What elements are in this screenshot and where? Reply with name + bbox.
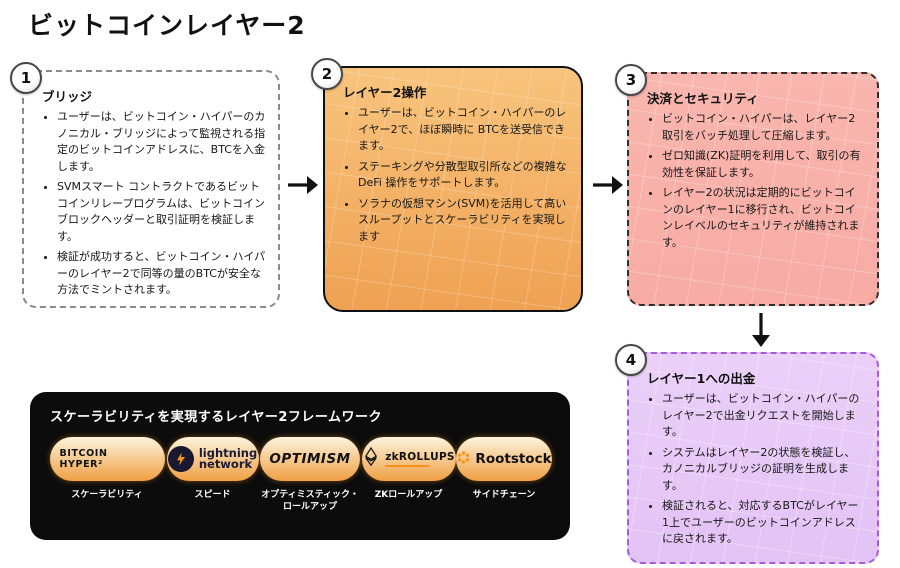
bitcoin-hyper-logo-text: BITCOIN HYPER² — [59, 448, 108, 470]
arrow-right-icon — [593, 176, 623, 194]
zkrollups-logo: zkROLLUPS — [361, 437, 456, 481]
rootstock-flower-icon — [456, 450, 471, 469]
framework-item-bitcoin-hyper: BITCOIN HYPER² スケーラビリティ — [48, 437, 166, 501]
framework-logo-row: BITCOIN HYPER² スケーラビリティ lightning networ… — [48, 437, 552, 513]
step-heading: ブリッジ — [42, 89, 93, 104]
step-box-bridge: 1 ブリッジ ユーザーは、ビットコイン・ハイパーのカノニカル・ブリッジによって監… — [10, 62, 280, 308]
step-number-badge: 2 — [311, 58, 343, 90]
framework-item-label: スピード — [194, 490, 231, 500]
step-number-badge: 1 — [10, 62, 42, 94]
zkrollups-logo-text: zkROLLUPS — [385, 451, 455, 463]
framework-item-lightning-network: lightning network スピード — [166, 437, 259, 501]
rootstock-logo: Rootstock — [456, 437, 552, 481]
bullet-item: 検証が成功すると、ビットコイン・ハイパーのレイヤー2で同等の量のBTCが安全な方… — [57, 249, 266, 299]
bullet-item: ソラナの仮想マシン(SVM)を活用して高いスループットとスケーラビリティを実現し… — [358, 196, 569, 246]
lightning-logo-line2: network — [198, 457, 253, 471]
bullet-item: 検証されると、対応するBTCがレイヤー1上でユーザーのビットコインアドレスに戻さ… — [662, 498, 865, 548]
step-box-layer2-operations: 2 レイヤー2操作 ユーザーは、ビットコイン・ハイパーのレイヤー2で、ほぼ瞬時に… — [311, 58, 583, 312]
step-bullet-list: ユーザーは、ビットコイン・ハイパーのレイヤー2で出金リクエストを開始します。 シ… — [645, 391, 865, 548]
framework-item-optimism: OPTIMISM オプティミスティック・ロールアップ — [259, 437, 361, 513]
layer2-framework-panel: スケーラビリティを実現するレイヤー2フレームワーク BITCOIN HYPER²… — [30, 392, 570, 540]
step-bullet-list: ビットコイン・ハイパーは、レイヤー2取引をバッチ処理して圧縮します。 ゼロ知識(… — [645, 111, 865, 251]
optimism-logo: OPTIMISM — [260, 437, 360, 481]
framework-item-label: オプティミスティック・ロールアップ — [261, 490, 359, 513]
bullet-item: ゼロ知識(ZK)証明を利用して、取引の有効性を保証します。 — [662, 148, 865, 181]
step-number-badge: 3 — [615, 64, 647, 96]
bullet-item: レイヤー2の状況は定期的にビットコインのレイヤー1に移行され、ビットコインレイベ… — [662, 185, 865, 251]
framework-item-rootstock: Rootstock サイドチェーン — [456, 437, 552, 501]
zkrollups-logo-subline — [385, 465, 430, 467]
step-heading: レイヤー2操作 — [343, 85, 427, 100]
bullet-item: ステーキングや分散型取引所などの複雑なDeFi 操作をサポートします。 — [358, 159, 569, 192]
bitcoin-hyper-logo: BITCOIN HYPER² — [49, 437, 165, 481]
step-box-withdrawal: 4 レイヤー1への出金 ユーザーは、ビットコイン・ハイパーのレイヤー2で出金リク… — [615, 344, 879, 564]
rootstock-logo-text: Rootstock — [475, 451, 552, 467]
step-box-settlement-security: 3 決済とセキュリティ ビットコイン・ハイパーは、レイヤー2取引をバッチ処理して… — [615, 64, 879, 306]
bullet-item: ユーザーは、ビットコイン・ハイパーのレイヤー2で出金リクエストを開始します。 — [662, 391, 865, 441]
ethereum-diamond-icon — [362, 445, 380, 473]
step-heading: レイヤー1への出金 — [647, 371, 756, 386]
framework-item-label: ZKロールアップ — [374, 490, 443, 500]
page-title: ビットコインレイヤー2 — [28, 11, 306, 40]
bullet-item: ビットコイン・ハイパーは、レイヤー2取引をバッチ処理して圧縮します。 — [662, 111, 865, 144]
step-bullet-list: ユーザーは、ビットコイン・ハイパーのレイヤー2で、ほぼ瞬時に BTCを送受信でき… — [341, 105, 569, 245]
framework-item-zkrollups: zkROLLUPS ZKロールアップ — [361, 437, 456, 501]
step-number-badge: 4 — [615, 344, 647, 376]
bullet-item: SVMスマート コントラクトであるビットコインリレープログラムは、ビットコインブ… — [57, 179, 266, 245]
bullet-item: システムはレイヤー2の状態を検証し、カノニカルブリッジの証明を生成します。 — [662, 445, 865, 495]
arrow-right-icon — [288, 176, 318, 194]
framework-item-label: スケーラビリティ — [71, 490, 143, 500]
step-bullet-list: ユーザーは、ビットコイン・ハイパーのカノニカル・ブリッジによって監視される指定の… — [40, 109, 266, 299]
framework-panel-title: スケーラビリティを実現するレイヤー2フレームワーク — [50, 410, 382, 425]
bullet-item: ユーザーは、ビットコイン・ハイパーのレイヤー2で、ほぼ瞬時に BTCを送受信でき… — [358, 105, 569, 155]
optimism-logo-text: OPTIMISM — [269, 451, 351, 467]
lightning-logo-line1: lightning — [198, 445, 258, 460]
lightning-network-logo: lightning network — [166, 437, 259, 481]
lightning-bolt-icon — [167, 446, 194, 472]
arrow-down-icon — [752, 313, 770, 347]
step-heading: 決済とセキュリティ — [647, 91, 759, 106]
bullet-item: ユーザーは、ビットコイン・ハイパーのカノニカル・ブリッジによって監視される指定の… — [57, 109, 266, 175]
framework-item-label: サイドチェーン — [472, 490, 536, 500]
